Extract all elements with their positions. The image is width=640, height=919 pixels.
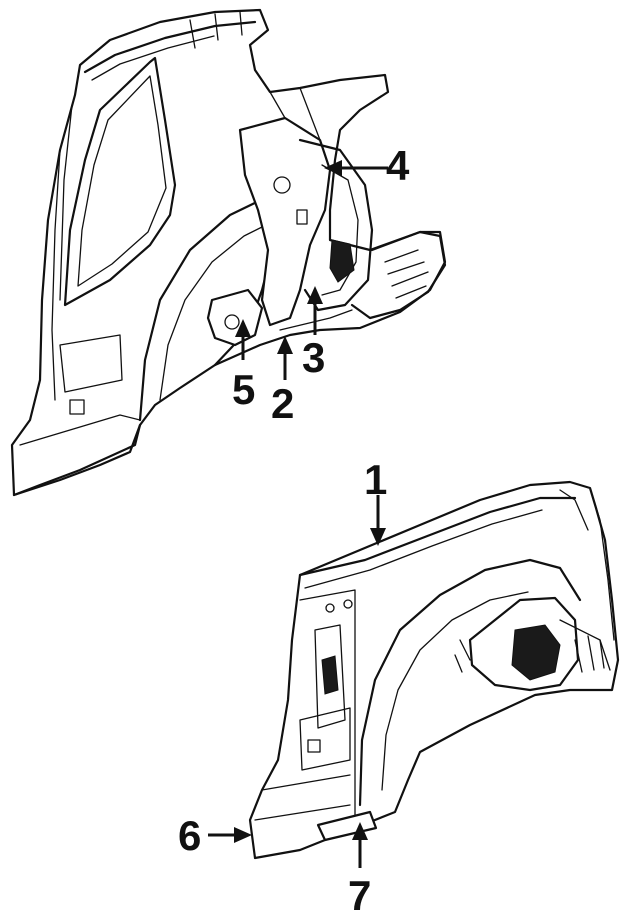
upper-quarter-panel-assembly [10, 8, 447, 497]
callout-2: 2 [271, 380, 294, 427]
inner-wheelhouse [298, 138, 374, 312]
callout-7: 7 [348, 872, 371, 919]
callout-4-arrowhead [324, 160, 342, 176]
callout-4: 4 [386, 142, 410, 189]
inner-quarter-panel-outline [248, 480, 620, 860]
callout-2-arrowhead [277, 336, 293, 354]
callout-3-arrowhead [307, 286, 323, 304]
bottom-extension-tab [316, 810, 378, 842]
callout-arrows [208, 160, 388, 868]
callout-labels: 1 2 3 4 5 6 7 [178, 142, 410, 919]
quarter-inner-panel-outline [10, 8, 447, 497]
callout-1-arrowhead [370, 528, 386, 546]
quarter-window-opening [63, 56, 177, 307]
inner-wheelhouse-arch [358, 558, 582, 807]
callout-7-arrowhead [352, 822, 368, 840]
jack-bracket [206, 288, 264, 347]
callout-5-arrowhead [235, 319, 251, 337]
callout-1: 1 [364, 456, 387, 503]
callout-6-arrowhead [234, 827, 252, 843]
callout-6: 6 [178, 812, 201, 859]
lower-inner-quarter-assembly [248, 480, 620, 860]
floor-extension [350, 230, 447, 320]
callout-5: 5 [232, 366, 255, 413]
callout-3: 3 [302, 334, 325, 381]
